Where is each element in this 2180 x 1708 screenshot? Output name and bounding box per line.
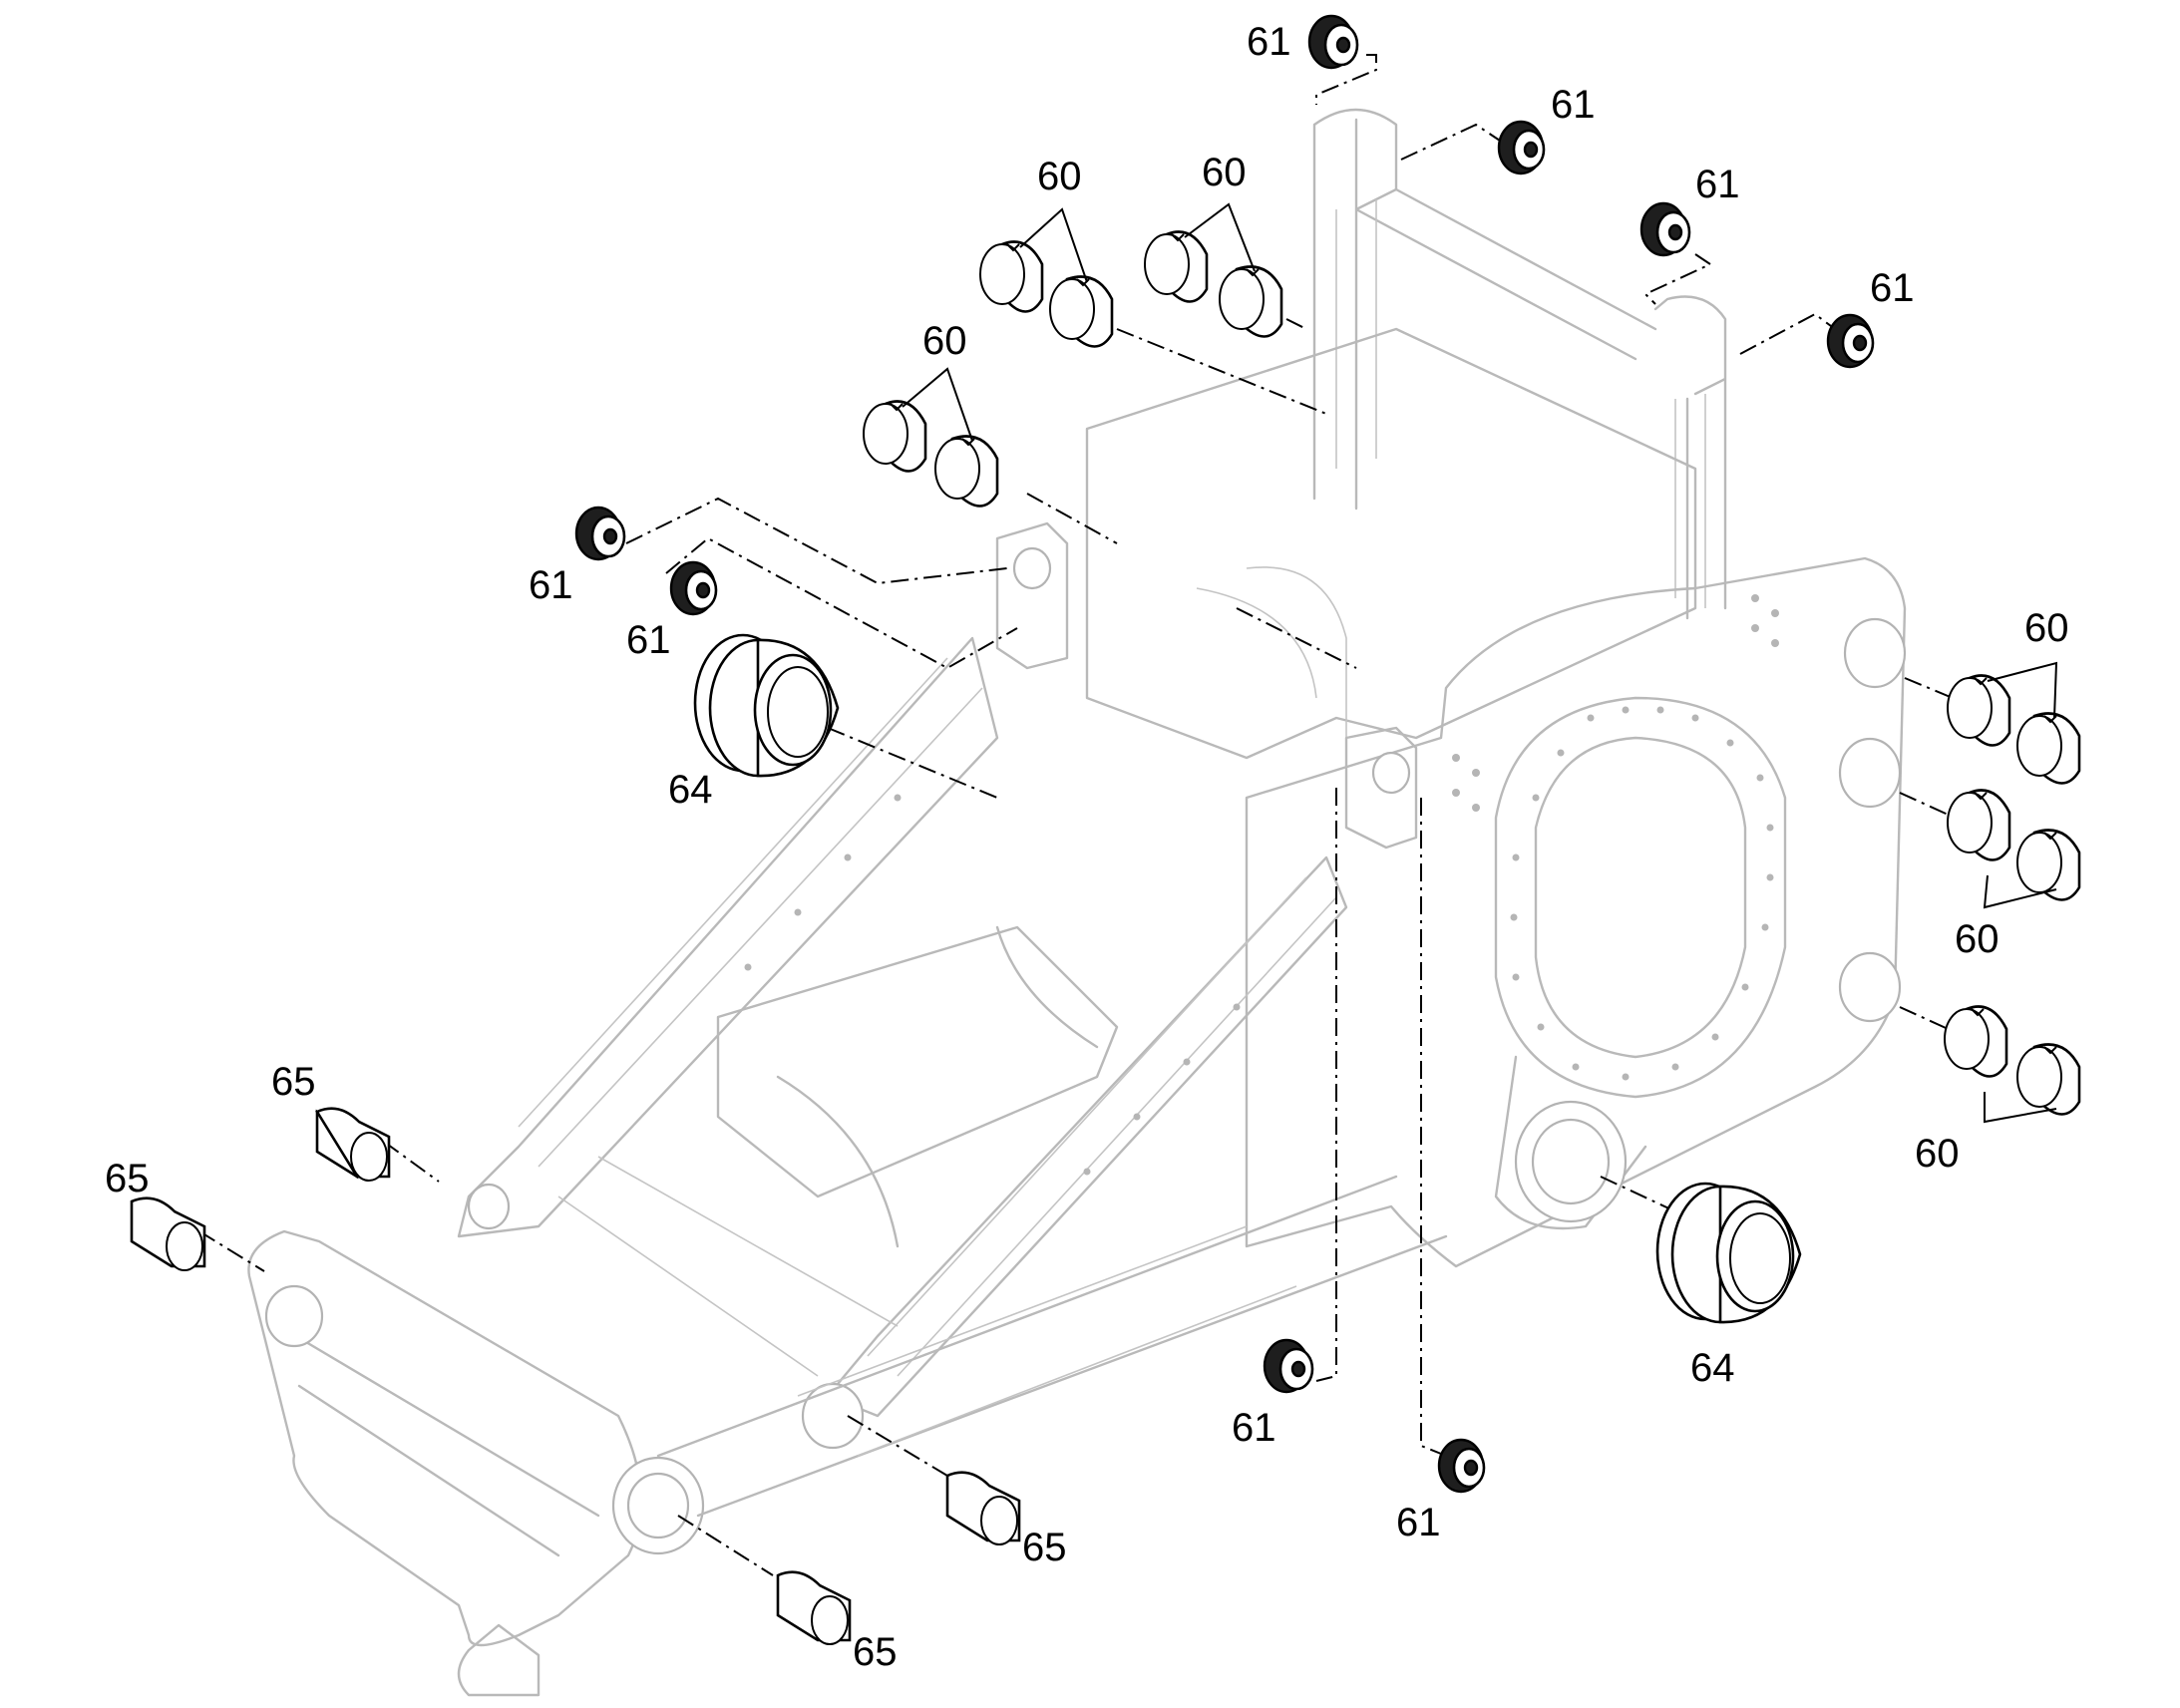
callout-64: 64 bbox=[668, 768, 713, 812]
lower-long-beam bbox=[656, 1175, 1448, 1518]
part-65-3 bbox=[945, 1471, 1021, 1545]
front-bore-right bbox=[626, 1472, 690, 1539]
front-beam-lines bbox=[277, 1324, 600, 1557]
part-65-2 bbox=[130, 1196, 206, 1271]
callout-61: 61 bbox=[1396, 1501, 1441, 1544]
callout-60: 60 bbox=[922, 319, 967, 363]
lower-beam-detail bbox=[797, 1225, 1297, 1457]
part-60-pair-right-2 bbox=[1947, 789, 2081, 901]
left-arm bbox=[457, 636, 999, 1238]
center-pivot-bore bbox=[1371, 751, 1411, 795]
leader-61-top bbox=[1315, 54, 1377, 105]
part-61-left-1 bbox=[574, 506, 626, 561]
leader-61-top-right bbox=[1400, 123, 1507, 161]
part-64-right bbox=[1655, 1182, 1802, 1324]
callout-61: 61 bbox=[1232, 1406, 1276, 1450]
leader-65-3 bbox=[847, 1415, 948, 1477]
leader-61-mid bbox=[1643, 253, 1713, 305]
callout-65: 65 bbox=[853, 1630, 898, 1674]
machine-frame bbox=[247, 108, 1907, 1697]
part-64-left bbox=[693, 633, 840, 778]
callout-61: 61 bbox=[1247, 20, 1291, 64]
part-60-pair-a bbox=[979, 240, 1114, 348]
mast-inner-lines bbox=[1335, 199, 1706, 608]
leader-60-right-2 bbox=[1899, 792, 1956, 819]
part-60-pair-c bbox=[863, 400, 999, 508]
rear-housing bbox=[1245, 556, 1907, 1268]
deck-curves bbox=[1196, 566, 1347, 818]
leader-60-c bbox=[1026, 493, 1118, 544]
left-pivot-block bbox=[995, 521, 1069, 670]
right-arm-rails bbox=[867, 876, 1337, 1377]
callout-60: 60 bbox=[1037, 155, 1082, 198]
part-61-bottom-2 bbox=[1437, 1438, 1486, 1494]
inner-curves bbox=[776, 925, 1099, 1248]
part-61-top-right bbox=[1497, 120, 1546, 175]
lower-lobe bbox=[1494, 1055, 1647, 1230]
left-pivot-bore bbox=[1012, 546, 1052, 590]
leader-65-2 bbox=[198, 1230, 265, 1272]
leader-deck bbox=[1236, 607, 1357, 669]
part-60-pair-b bbox=[1144, 230, 1283, 338]
leader-lines bbox=[198, 54, 1966, 1576]
left-arm-rails bbox=[518, 657, 983, 1168]
callout-61: 61 bbox=[529, 563, 573, 607]
bore-right-3 bbox=[1838, 951, 1902, 1023]
leader-60-right-1 bbox=[1904, 677, 1966, 704]
inner-cross-member bbox=[716, 925, 1119, 1198]
center-pivot-block bbox=[1344, 726, 1418, 850]
front-beam bbox=[247, 1229, 642, 1647]
leader-64-left bbox=[827, 727, 998, 799]
callout-60: 60 bbox=[1202, 151, 1247, 194]
callout-60: 60 bbox=[1915, 1132, 1960, 1176]
part-61-mid-right bbox=[1826, 313, 1875, 369]
front-bore-left bbox=[264, 1284, 324, 1348]
leader-61-left-2 bbox=[665, 536, 1018, 670]
part-60-pair-right-3 bbox=[1944, 1005, 2081, 1116]
leader-60-b bbox=[1285, 318, 1307, 330]
callout-64: 64 bbox=[1690, 1346, 1735, 1390]
plate-holes bbox=[744, 594, 1779, 1176]
arm-end-bore-left bbox=[467, 1183, 511, 1230]
callout-61: 61 bbox=[1695, 163, 1740, 206]
inner-floor-lines bbox=[557, 1156, 899, 1377]
slewing-ring-outer bbox=[1494, 696, 1787, 1099]
lower-bore-inner bbox=[1531, 1118, 1611, 1205]
leader-65-4 bbox=[677, 1515, 774, 1576]
leader-64-right bbox=[1600, 1176, 1676, 1212]
right-arm bbox=[826, 855, 1348, 1418]
callout-65: 65 bbox=[105, 1157, 150, 1200]
part-61-top bbox=[1307, 14, 1359, 70]
part-60-pair-right-1 bbox=[1947, 674, 2081, 785]
part-65-1 bbox=[315, 1107, 391, 1182]
bore-right-2 bbox=[1838, 737, 1902, 809]
callout-61: 61 bbox=[626, 618, 671, 662]
leader-61-bottom-2 bbox=[1420, 798, 1447, 1457]
part-61-bottom-1 bbox=[1263, 1338, 1314, 1394]
callout-61: 61 bbox=[1870, 266, 1915, 310]
callout-labels: 61 61 61 61 60 60 60 61 61 64 60 60 60 6… bbox=[105, 20, 2069, 1674]
callout-65: 65 bbox=[1022, 1526, 1067, 1569]
slewing-ring-inner bbox=[1534, 736, 1747, 1059]
bore-right-1 bbox=[1843, 617, 1907, 689]
arm-end-bore bbox=[801, 1382, 865, 1450]
callout-60: 60 bbox=[2024, 606, 2069, 650]
part-61-mid bbox=[1639, 201, 1691, 257]
upper-deck bbox=[1085, 327, 1697, 760]
leader-61-bottom-1 bbox=[1315, 788, 1337, 1382]
mast-upright bbox=[1312, 108, 1727, 620]
front-stub bbox=[457, 1623, 541, 1697]
leader-60-a bbox=[1116, 328, 1327, 415]
part-65-4 bbox=[776, 1570, 852, 1645]
leader-61-mid-right bbox=[1739, 312, 1836, 355]
callout-60: 60 bbox=[1955, 917, 1999, 961]
callout-connectors-60 bbox=[902, 202, 2058, 1124]
part-61-left-2 bbox=[669, 560, 718, 616]
callout-65: 65 bbox=[271, 1060, 316, 1104]
leader-65-1 bbox=[383, 1141, 440, 1183]
callout-61: 61 bbox=[1551, 83, 1596, 127]
